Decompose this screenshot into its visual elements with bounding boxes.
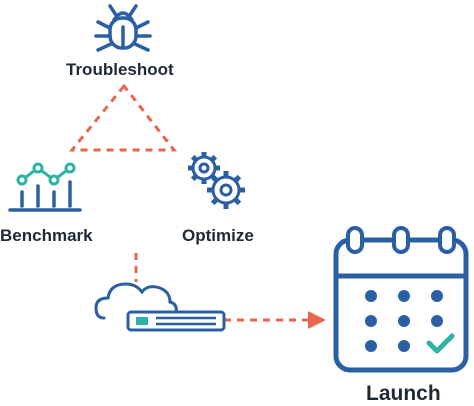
line-bar-chart-icon — [8, 162, 82, 212]
triangle-connector — [68, 83, 178, 152]
cloud-server-icon — [94, 282, 226, 332]
launch-label: Launch — [366, 382, 441, 405]
optimize-label: Optimize — [182, 226, 254, 245]
troubleshoot-label: Troubleshoot — [66, 60, 174, 79]
arrow-to-launch — [224, 311, 326, 329]
bug-icon — [94, 4, 152, 52]
benchmark-label: Benchmark — [0, 226, 93, 245]
gears-icon — [188, 152, 245, 209]
calendar-check-icon — [333, 226, 469, 373]
